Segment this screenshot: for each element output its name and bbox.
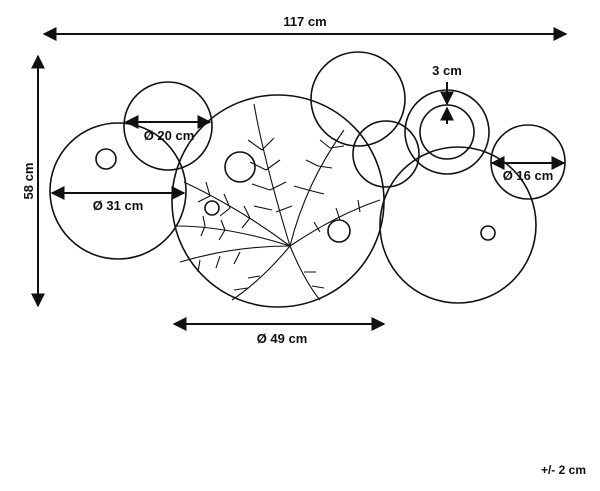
top-center-circle — [310, 51, 406, 147]
dot-center-3 — [327, 219, 351, 243]
label-top-left-circle: Ø 20 cm — [144, 128, 195, 143]
label-total-width: 117 cm — [283, 14, 326, 29]
leaf-pattern — [175, 103, 381, 301]
top-left-circle — [123, 81, 213, 171]
label-left-circle: Ø 31 cm — [93, 198, 144, 213]
center-circle — [171, 94, 385, 308]
label-center-circle: Ø 49 cm — [257, 331, 308, 346]
label-ring-thickness: 3 cm — [432, 63, 462, 78]
dot-right — [480, 225, 496, 241]
right-medium-circle — [352, 120, 420, 188]
tolerance-note: +/- 2 cm — [540, 463, 586, 477]
right-large-circle — [379, 146, 537, 304]
dot-center-1 — [224, 151, 256, 183]
left-circle — [49, 122, 187, 260]
label-far-right-circle: Ø 16 cm — [503, 168, 554, 183]
dot-left — [95, 148, 117, 170]
dot-center-2 — [204, 200, 220, 216]
label-total-height: 58 cm — [21, 163, 36, 200]
